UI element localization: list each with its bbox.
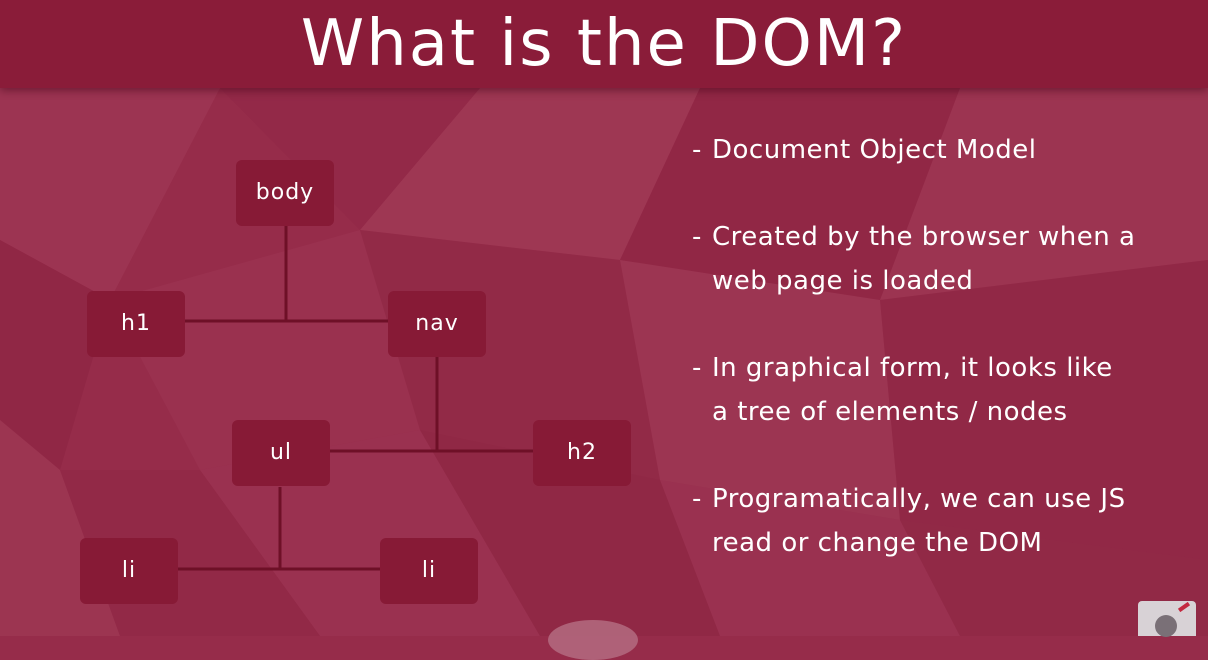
bullet-dash: -: [692, 484, 702, 514]
node-ul-label: ul: [270, 440, 292, 465]
dom-tree-diagram: body h1 nav ul h2 li li: [80, 160, 631, 604]
node-nav: nav: [388, 291, 486, 357]
bullet-text-line2: read or change the DOM: [712, 528, 1043, 558]
bullet-text-line1: In graphical form, it looks like: [712, 353, 1113, 383]
slide-title: What is the DOM?: [300, 7, 908, 81]
bullet-dash: -: [692, 135, 702, 165]
node-h2-label: h2: [567, 440, 597, 465]
node-h2: h2: [533, 420, 631, 486]
logo-dot: [1155, 615, 1177, 637]
decorative-blob: [548, 620, 638, 660]
node-h1-label: h1: [121, 311, 151, 336]
bullet-text-line2: a tree of elements / nodes: [712, 397, 1068, 427]
node-h1: h1: [87, 291, 185, 357]
bullet-text-line1: Document Object Model: [712, 135, 1037, 165]
node-nav-label: nav: [415, 311, 458, 336]
bullet-item: -Created by the browser when a web page …: [692, 215, 1182, 303]
logo-tick: [1177, 601, 1191, 613]
bullet-item: -In graphical form, it looks like a tree…: [692, 346, 1182, 434]
bullet-list: -Document Object Model -Created by the b…: [692, 128, 1182, 608]
node-li-right: li: [380, 538, 478, 604]
node-body-label: body: [256, 180, 314, 205]
bullet-item: -Document Object Model: [692, 128, 1182, 172]
bullet-item: -Programatically, we can use JS read or …: [692, 477, 1182, 565]
node-ul: ul: [232, 420, 330, 486]
bullet-text-line2: web page is loaded: [712, 266, 974, 296]
bullet-dash: -: [692, 222, 702, 252]
node-li-right-label: li: [422, 558, 436, 583]
node-li-left-label: li: [122, 558, 136, 583]
bullet-dash: -: [692, 353, 702, 383]
node-li-left: li: [80, 538, 178, 604]
corner-logo-icon: [1138, 601, 1196, 637]
title-bar: What is the DOM?: [0, 0, 1208, 88]
bullet-text-line1: Programatically, we can use JS: [712, 484, 1126, 514]
bullet-text-line1: Created by the browser when a: [712, 222, 1136, 252]
node-body: body: [236, 160, 334, 226]
